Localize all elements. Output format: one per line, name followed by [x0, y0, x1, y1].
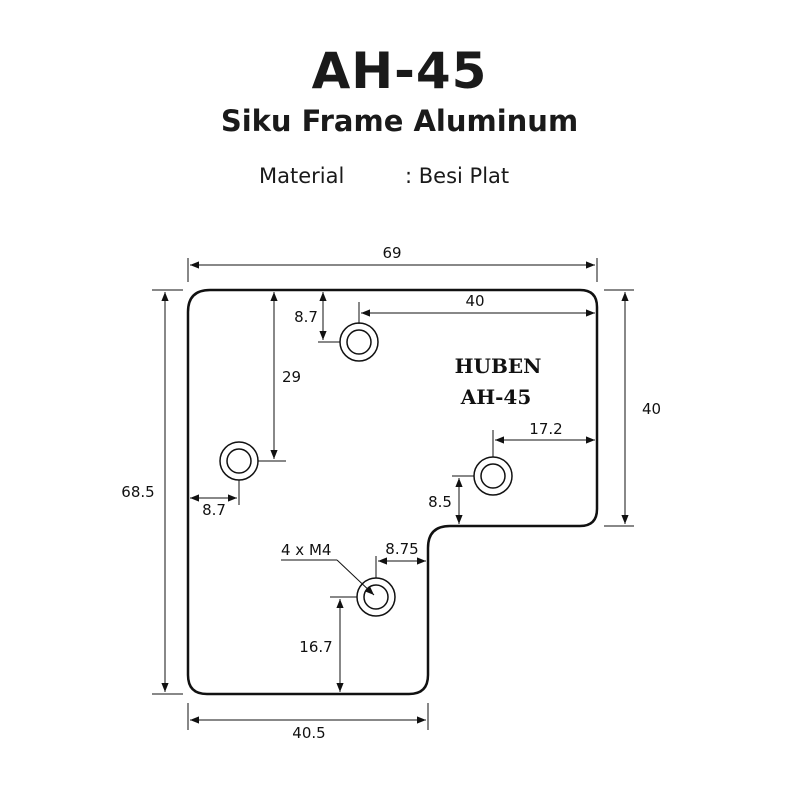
dim-bottom-hole-from-step: 8.75 [375, 540, 426, 578]
dim-total-height: 68.5 [121, 289, 183, 695]
hole-callout-label: 4 x M4 [281, 541, 331, 559]
plate-outline [186, 288, 599, 696]
material-value: : Besi Plat [405, 164, 510, 188]
dim-right-hole-from-step: 8.5 [428, 475, 474, 524]
dim-total-height-label: 68.5 [121, 483, 154, 501]
dim-top-hole-from-top-label: 8.7 [294, 308, 318, 326]
dim-left-hole-from-top: 29 [258, 292, 301, 462]
dim-left-hole-from-left: 8.7 [190, 480, 240, 519]
hole-left [219, 441, 259, 481]
dim-bottom-width: 40.5 [187, 703, 429, 742]
dim-right-hole-from-right-label: 17.2 [529, 420, 562, 438]
dim-left-hole-from-top-label: 29 [282, 368, 301, 386]
stamp-model: AH-45 [460, 385, 532, 409]
dim-left-hole-from-left-label: 8.7 [202, 501, 226, 519]
product-subtitle: Siku Frame Aluminum [220, 104, 579, 138]
dim-right-hole-from-step-label: 8.5 [428, 493, 452, 511]
stamp-brand: HUBEN [455, 354, 542, 378]
dim-total-width-label: 69 [382, 244, 401, 262]
hole-right [473, 456, 513, 496]
dim-right-height: 40 [604, 289, 661, 527]
dim-bottom-hole-from-bottom-label: 16.7 [299, 638, 332, 656]
dim-right-height-label: 40 [642, 400, 661, 418]
product-title: AH-45 [311, 42, 488, 100]
hole-top [339, 322, 379, 362]
dim-top-hole-offset: 40 [358, 292, 595, 324]
dim-top-hole-from-top: 8.7 [294, 292, 340, 343]
material-label: Material [259, 164, 345, 188]
hole-callout: 4 x M4 [281, 541, 375, 596]
dim-bottom-hole-from-step-label: 8.75 [385, 540, 418, 558]
dim-right-hole-from-right: 17.2 [492, 420, 595, 457]
dim-top-hole-offset-label: 40 [465, 292, 484, 310]
dim-bottom-hole-from-bottom: 16.7 [299, 596, 357, 692]
dim-bottom-width-label: 40.5 [292, 724, 325, 742]
dim-total-width: 69 [187, 244, 598, 282]
